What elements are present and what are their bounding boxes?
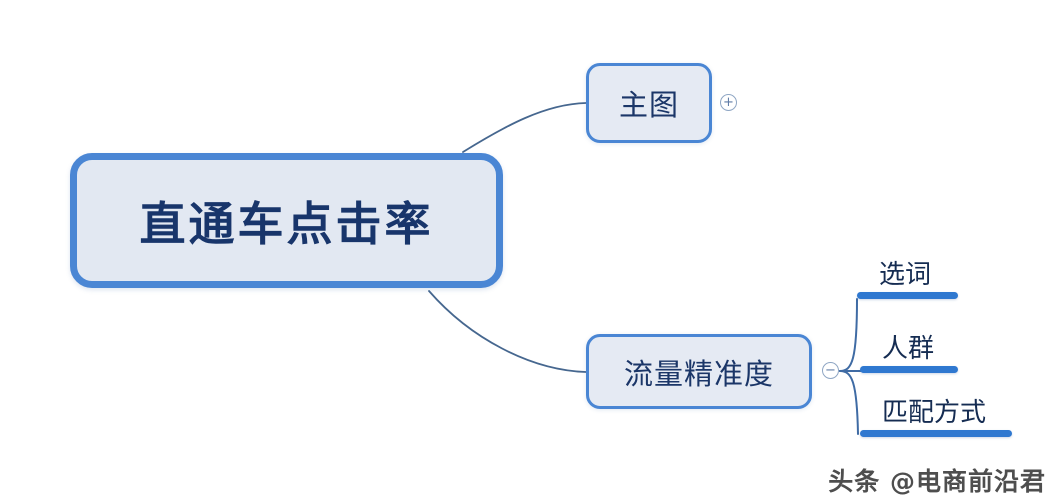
root-node[interactable]: 直通车点击率 [70,153,503,288]
leaf-node-pipei-label: 匹配方式 [882,398,987,428]
branch-node-liuliang-label: 流量精准度 [623,356,774,391]
leaf-underline-renqun [860,366,958,373]
watermark-text: 头条 @电商前沿君 [828,467,1046,496]
branch-node-liuliang[interactable]: 流量精准度 [586,334,812,409]
leaf-node-xuanci-label: 选词 [879,260,932,290]
leaf-node-renqun[interactable]: 人群 [860,332,958,373]
edge-liuliang-to-pipei [839,370,859,435]
branch-node-zhutu[interactable]: 主图 [586,63,712,143]
edge-root-to-zhutu [462,102,587,153]
leaf-node-renqun-label: 人群 [882,334,935,364]
leaf-node-xuanci[interactable]: 选词 [857,258,958,299]
collapse-toggle-liuliang[interactable]: − [822,362,839,379]
edge-liuliang-to-xuanci [839,298,858,372]
leaf-node-pipei[interactable]: 匹配方式 [860,396,1012,437]
expand-toggle-zhutu[interactable]: + [720,94,737,111]
root-node-label: 直通车点击率 [139,196,434,251]
leaf-underline-xuanci [857,292,958,299]
branch-node-zhutu-label: 主图 [618,88,679,122]
edge-root-to-liuliang [428,290,587,373]
leaf-underline-pipei [860,430,1012,437]
